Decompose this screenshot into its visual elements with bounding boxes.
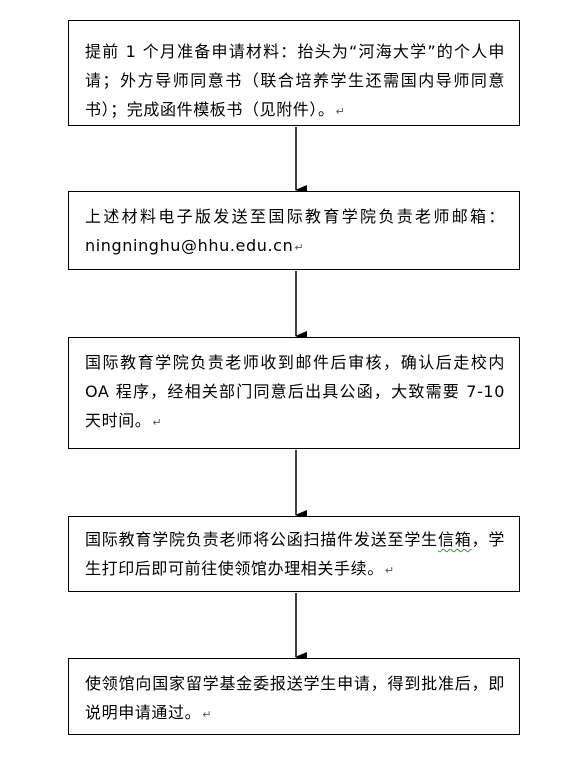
paragraph-mark-icon: ↵ (152, 416, 163, 429)
paragraph-mark-icon: ↵ (335, 105, 346, 118)
flow-step-consulate-approval: 使领馆向国家留学基金委报送学生申请，得到批准后，即说明申请通过。↵ (68, 658, 520, 735)
paragraph-mark-icon: ↵ (202, 708, 213, 721)
step-3-text: 国际教育学院负责老师收到邮件后审核，确认后走校内 OA 程序，经相关部门同意后出… (85, 353, 505, 430)
flow-step-prepare-materials: 提前 1 个月准备申请材料：抬头为“河海大学”的个人申请；外方导师同意书（联合培… (68, 20, 520, 126)
step-4-text-after: ，学生打印后即可前往使领馆办理相关手续。 (85, 530, 506, 578)
paragraph-mark-icon: ↵ (384, 564, 395, 577)
flow-step-email-materials: 上述材料电子版发送至国际教育学院负责老师邮箱：ningninghu@hhu.ed… (68, 191, 520, 270)
step-1-text: 提前 1 个月准备申请材料：抬头为“河海大学”的个人申请；外方导师同意书（联合培… (85, 42, 505, 119)
flow-step-review-and-issue-letter: 国际教育学院负责老师收到邮件后审核，确认后走校内 OA 程序，经相关部门同意后出… (68, 337, 520, 449)
step-4-spellcheck-word: 信箱 (437, 530, 472, 549)
step-2-text: 上述材料电子版发送至国际教育学院负责老师邮箱：ningninghu@hhu.ed… (85, 207, 505, 255)
step-5-text: 使领馆向国家留学基金委报送学生申请，得到批准后，即说明申请通过。 (85, 674, 505, 722)
step-4-text-before: 国际教育学院负责老师将公函扫描件发送至学生 (85, 530, 438, 549)
flow-step-send-scanned-letter: 国际教育学院负责老师将公函扫描件发送至学生信箱，学生打印后即可前往使领馆办理相关… (68, 516, 520, 592)
paragraph-mark-icon: ↵ (294, 241, 305, 254)
